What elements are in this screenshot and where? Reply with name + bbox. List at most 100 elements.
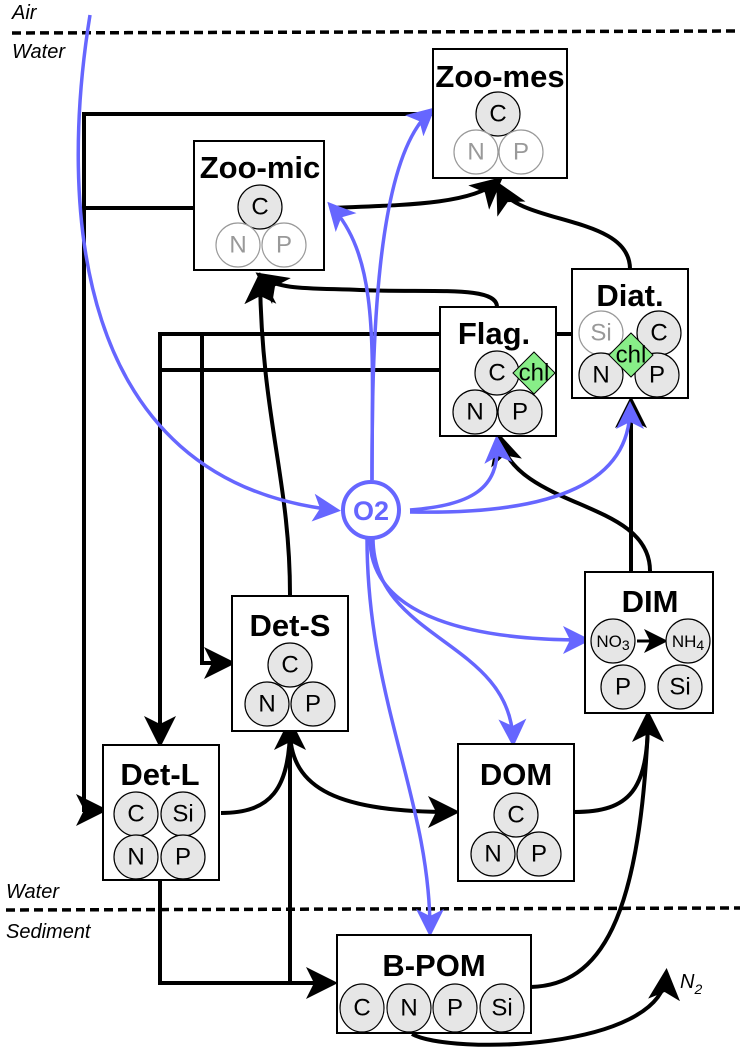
- det-l-c-label: C: [127, 801, 144, 828]
- b-pom-c-pool: [339, 983, 385, 1033]
- flag-c-label: C: [488, 360, 505, 387]
- flow-flag-to-zoo-mic: [255, 272, 499, 308]
- compartment-det-s[interactable]: Det-S C N P: [231, 595, 349, 732]
- flow-dim-to-flag: [491, 432, 652, 572]
- diat-chl-label: chl: [616, 342, 647, 369]
- diat-chl-diamond: [608, 332, 654, 378]
- o2-flow-air-to-o2: [76, 14, 341, 522]
- diat-p-label: P: [649, 362, 665, 389]
- material-flows: [76, 112, 680, 1047]
- compartment-dim[interactable]: DIM NO3 NH4 P Si: [584, 571, 714, 714]
- o2-label: O2: [353, 496, 389, 526]
- compartment-zoo-mes[interactable]: Zoo-mes C N P: [432, 48, 568, 179]
- b-pom-si-label: Si: [491, 995, 512, 1022]
- oxygen-flows: [76, 14, 644, 937]
- det-s-title: Det-S: [250, 608, 331, 643]
- zoo-mes-n-label: N: [467, 139, 484, 166]
- compartment-dom[interactable]: DOM C N P: [457, 743, 575, 882]
- flag-n-pool: [452, 389, 498, 435]
- compartment-flag[interactable]: Flag. C chl N P: [439, 306, 557, 437]
- flow-det-l-to-det-s: [220, 718, 306, 815]
- diat-title: Diat.: [596, 278, 663, 313]
- dom-title: DOM: [480, 757, 552, 792]
- det-l-n-pool: [113, 834, 159, 880]
- dom-n-pool: [470, 831, 516, 877]
- diat-si-label: Si: [590, 320, 611, 347]
- det-s-n-label: N: [258, 691, 275, 718]
- det-s-c-pool: [267, 642, 313, 688]
- b-pom-p-label: P: [447, 995, 463, 1022]
- zone-label-water-bottom: Water: [6, 881, 60, 903]
- zoo-mic-n-pool: [215, 222, 261, 268]
- diat-n-label: N: [592, 362, 609, 389]
- n2-output-label: N2: [680, 971, 702, 997]
- zoo-mic-c-label: C: [251, 194, 268, 221]
- flow-det-s-to-dom: [288, 729, 460, 828]
- det-s-p-pool: [290, 681, 336, 727]
- dim-title: DIM: [622, 584, 679, 619]
- zone-label-sediment: Sediment: [6, 921, 92, 943]
- det-l-p-label: P: [175, 844, 191, 871]
- compartment-det-l[interactable]: Det-L C Si N P: [102, 744, 220, 881]
- det-s-n-pool: [244, 681, 290, 727]
- zoo-mes-p-label: P: [513, 139, 529, 166]
- zoo-mes-c-label: C: [489, 101, 506, 128]
- det-l-title: Det-L: [120, 757, 199, 792]
- dom-c-pool: [493, 792, 539, 838]
- flag-title: Flag.: [458, 316, 530, 351]
- diat-c-label: C: [650, 320, 667, 347]
- dom-c-label: C: [507, 802, 524, 829]
- zoo-mic-p-pool: [261, 222, 307, 268]
- compartment-b-pom[interactable]: B-POM C N P Si: [336, 934, 532, 1034]
- dim-p-label: P: [615, 674, 631, 701]
- flow-b-pom-to-dim: [530, 724, 650, 989]
- oxygen-node[interactable]: O2: [341, 480, 401, 540]
- flow-det-s-to-zoo-mic: [244, 272, 292, 596]
- flow-det-l-to-b-pom: [158, 881, 338, 999]
- flow-diat-to-zoo-mes: [496, 180, 632, 270]
- b-pom-n-label: N: [400, 995, 417, 1022]
- flow-zoo-mic-to-zoo-mes: [329, 176, 504, 210]
- dim-p-pool: [600, 664, 646, 710]
- det-l-si-label: Si: [172, 801, 193, 828]
- dom-p-pool: [516, 831, 562, 877]
- dom-n-label: N: [484, 841, 501, 868]
- compartment-diat[interactable]: Diat. Si C N P chl: [571, 268, 689, 399]
- dim-si-pool: [657, 664, 703, 710]
- dim-no3-label: NO3: [596, 632, 630, 654]
- compartment-zoo-mic[interactable]: Zoo-mic C N P: [193, 140, 325, 271]
- flow-phyto-to-det-s: [200, 334, 236, 679]
- air-water-boundary: [11, 29, 741, 35]
- zone-label-air: Air: [11, 2, 38, 24]
- o2-flow-diat: [409, 401, 644, 514]
- det-s-p-label: P: [305, 691, 321, 718]
- zoo-mes-c-pool: [475, 91, 521, 137]
- flag-p-label: P: [512, 399, 528, 426]
- flow-dom-to-dim: [573, 710, 664, 814]
- det-l-p-pool: [160, 834, 206, 880]
- flow-b-pom-to-n2: [411, 968, 680, 1047]
- b-pom-p-pool: [432, 983, 478, 1033]
- o2-flow-flag: [409, 435, 513, 512]
- flow-zoo-to-det-l: [76, 112, 433, 826]
- b-pom-title: B-POM: [382, 948, 485, 983]
- o2-flow-to-zoo-mes: [370, 107, 436, 481]
- zoo-mic-p-label: P: [276, 232, 292, 259]
- diat-n-pool: [578, 352, 624, 398]
- zoo-mic-c-pool: [237, 184, 283, 230]
- det-s-c-label: C: [281, 652, 298, 679]
- dim-si-label: Si: [669, 674, 690, 701]
- zoo-mic-title: Zoo-mic: [200, 150, 321, 185]
- flag-n-label: N: [466, 399, 483, 426]
- b-pom-n-pool: [386, 983, 432, 1033]
- det-l-n-label: N: [127, 844, 144, 871]
- zoo-mes-title: Zoo-mes: [435, 59, 564, 94]
- dim-no3-pool: [590, 618, 636, 664]
- flag-p-pool: [497, 389, 543, 435]
- zoo-mes-p-pool: [498, 129, 544, 175]
- flag-chl-label: chl: [519, 360, 550, 387]
- o2-flow-to-dim: [368, 537, 591, 654]
- dim-nh4-label: NH4: [672, 632, 705, 654]
- water-sediment-boundary: [5, 906, 741, 912]
- zone-label-water-top: Water: [12, 41, 66, 63]
